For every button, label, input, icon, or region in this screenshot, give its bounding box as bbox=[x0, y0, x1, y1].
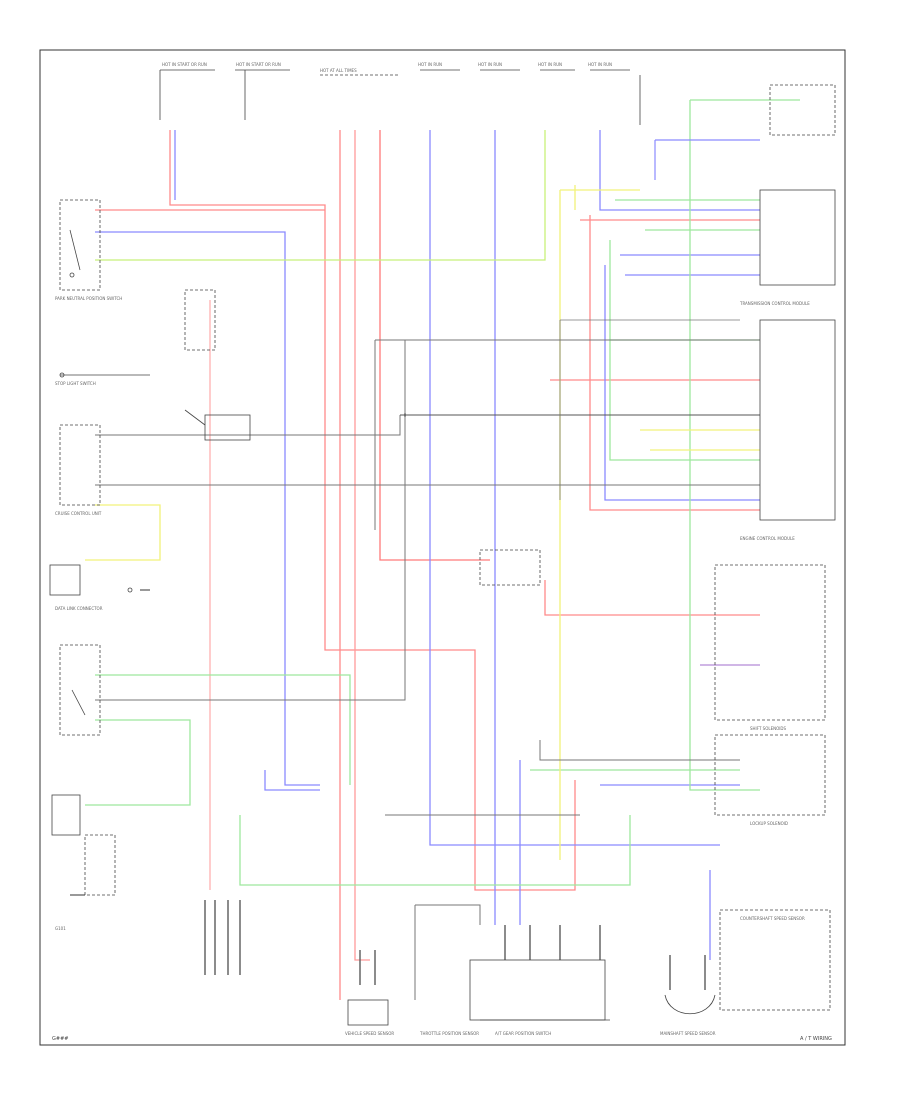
diagram-frame bbox=[39, 49, 846, 1046]
fuse-label-2: HOT IN START OR RUN bbox=[236, 62, 281, 67]
cruise-switch bbox=[59, 409, 251, 506]
label-pcm: ENGINE CONTROL MODULE bbox=[740, 536, 795, 541]
speed-sensor-block bbox=[51, 794, 116, 896]
park-neutral-switch bbox=[59, 199, 101, 291]
label-shift-solenoids: SHIFT SOLENOIDS bbox=[750, 726, 787, 731]
label-stop-light: STOP LIGHT SWITCH bbox=[55, 381, 96, 386]
label-selector: A/T GEAR POSITION SWITCH bbox=[495, 1031, 551, 1036]
label-ground: G101 bbox=[55, 926, 66, 931]
right-modules bbox=[479, 84, 836, 816]
component-labels: PARK NEUTRAL POSITION SWITCH STOP LIGHT … bbox=[55, 296, 810, 1036]
speed-sensor-box bbox=[347, 999, 389, 1026]
data-link-connector bbox=[49, 564, 133, 596]
ground-symbols bbox=[70, 413, 406, 896]
connector-stacks bbox=[204, 900, 706, 990]
stop-light-switch bbox=[59, 289, 216, 378]
label-speed-sensor: VEHICLE SPEED SENSOR bbox=[345, 1031, 394, 1036]
fuse-label-3: HOT AT ALL TIMES bbox=[320, 68, 357, 73]
fuse-label-7: HOT IN RUN bbox=[588, 62, 612, 67]
label-tcm: TRANSMISSION CONTROL MODULE bbox=[739, 301, 810, 306]
fuse-label-6: HOT IN RUN bbox=[538, 62, 562, 67]
label-throttle: THROTTLE POSITION SENSOR bbox=[419, 1031, 479, 1036]
footer-right: A / T WIRING bbox=[800, 1036, 832, 1042]
footer-left: G### bbox=[52, 1036, 68, 1042]
label-mainshaft: MAINSHAFT SPEED SENSOR bbox=[660, 1031, 716, 1036]
label-park-neutral: PARK NEUTRAL POSITION SWITCH bbox=[55, 296, 122, 301]
label-data-link: DATA LINK CONNECTOR bbox=[55, 606, 103, 611]
tcm-connector-a bbox=[759, 189, 836, 286]
label-countershaft: COUNTERSHAFT SPEED SENSOR bbox=[740, 916, 805, 921]
top-fuse-labels: HOT IN START OR RUN HOT IN START OR RUN … bbox=[162, 62, 612, 73]
solenoid-coil bbox=[664, 994, 716, 1015]
bottom-components bbox=[347, 909, 831, 1026]
wire-layer bbox=[85, 99, 800, 1000]
fuse-label-4: HOT IN RUN bbox=[418, 62, 442, 67]
fuse-label-5: HOT IN RUN bbox=[478, 62, 502, 67]
fuse-label-1: HOT IN START OR RUN bbox=[162, 62, 207, 67]
selector-box bbox=[469, 959, 606, 1021]
top-fuse-row bbox=[159, 69, 641, 125]
tcm-connector-b bbox=[759, 319, 836, 521]
label-cruise: CRUISE CONTROL UNIT bbox=[55, 511, 102, 516]
shift-switch-block bbox=[59, 644, 101, 736]
label-lockup: LOCKUP SOLENOID bbox=[750, 821, 788, 826]
